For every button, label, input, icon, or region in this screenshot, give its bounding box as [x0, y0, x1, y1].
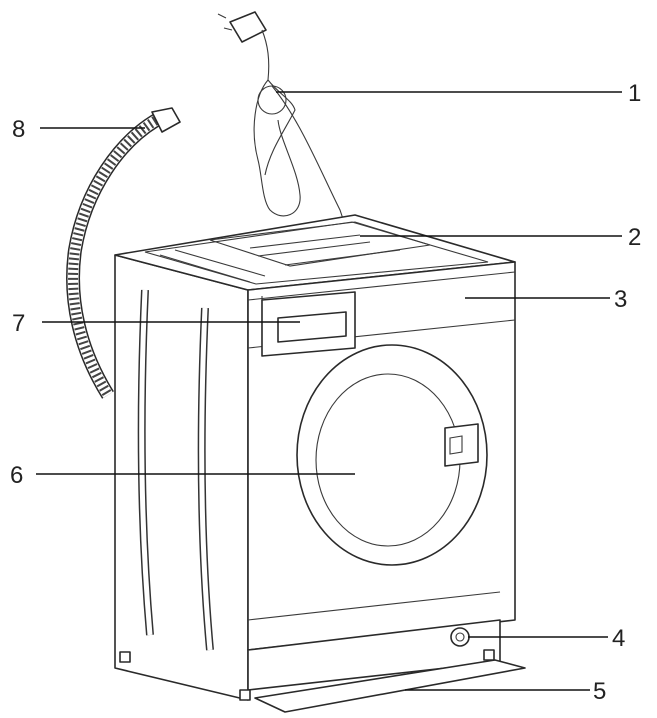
- drain-hose: [66, 107, 181, 399]
- callout-1: 1: [628, 80, 641, 107]
- callout-4: 4: [612, 625, 625, 652]
- callout-numbers: 1 2 3 4 5 6 7 8: [10, 80, 641, 705]
- pump-filter: [450, 627, 470, 647]
- door: [296, 344, 488, 566]
- callout-8: 8: [12, 116, 25, 143]
- callout-6: 6: [10, 462, 23, 489]
- leader-lines: [36, 91, 622, 691]
- washing-machine-body: [114, 214, 526, 713]
- power-cord: [217, 11, 345, 223]
- callout-2: 2: [628, 224, 641, 251]
- callout-7: 7: [12, 310, 25, 337]
- callout-3: 3: [614, 286, 627, 313]
- callout-5: 5: [593, 678, 606, 705]
